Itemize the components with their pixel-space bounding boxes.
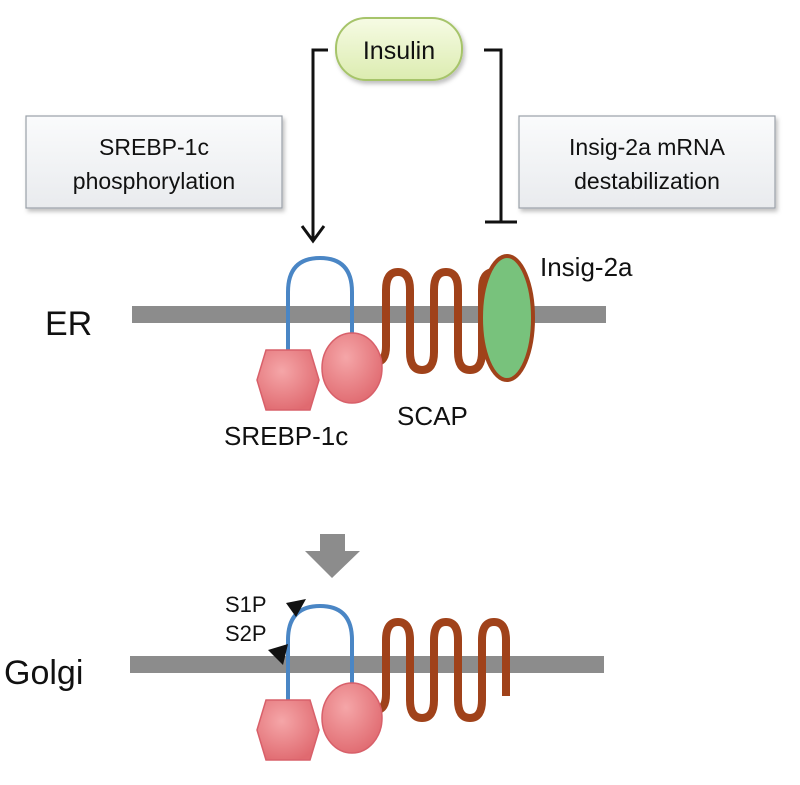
insig-2a-label: Insig-2a (540, 252, 633, 282)
s2p-label: S2P (225, 621, 267, 646)
s1p-cleavage-marker (286, 599, 306, 617)
srebp-phosphorylation-line1: SREBP-1c (99, 134, 209, 160)
scap-golgi-coil (375, 618, 510, 722)
s2p-cleavage-marker (268, 644, 288, 665)
s1p-label: S1P (225, 592, 267, 617)
srebp-phosphorylation-line2: phosphorylation (73, 168, 235, 194)
srebp-label: SREBP-1c (224, 421, 348, 451)
insig-destabilization-line2: destabilization (574, 168, 720, 194)
golgi-membrane (130, 656, 604, 673)
scap-label: SCAP (397, 401, 468, 431)
inhibition-line (484, 48, 503, 222)
transport-arrow (305, 534, 360, 578)
srebp-er-loop (286, 255, 354, 358)
insig-destabilization-box-frame (518, 115, 776, 209)
golgi-label: Golgi (4, 654, 83, 692)
scap-er-coil (375, 268, 510, 374)
insulin-pill (335, 17, 463, 81)
insig-2a-protein (479, 254, 535, 382)
srebp-golgi-regulatory-domain (321, 682, 383, 754)
srebp-golgi-domain (256, 699, 320, 761)
insig-destabilization-line1: Insig-2a mRNA (569, 134, 726, 160)
srebp-golgi-loop (286, 603, 354, 702)
srebp-phosphorylation-box: SREBP-1c phosphorylation (25, 115, 283, 209)
srebp-phosphorylation-box-frame (25, 115, 283, 209)
activation-arrow (300, 48, 328, 244)
activation-arrow-line (311, 48, 328, 240)
srebp-er-domain (256, 349, 320, 411)
er-label: ER (45, 305, 92, 343)
insulin-label: Insulin (363, 37, 435, 65)
activation-arrowhead (300, 225, 326, 244)
srebp-er-regulatory-domain (321, 332, 383, 404)
insig-destabilization-box: Insig-2a mRNA destabilization (518, 115, 776, 209)
inhibition-arrow (484, 48, 517, 224)
insulin-node: Insulin (335, 17, 463, 81)
